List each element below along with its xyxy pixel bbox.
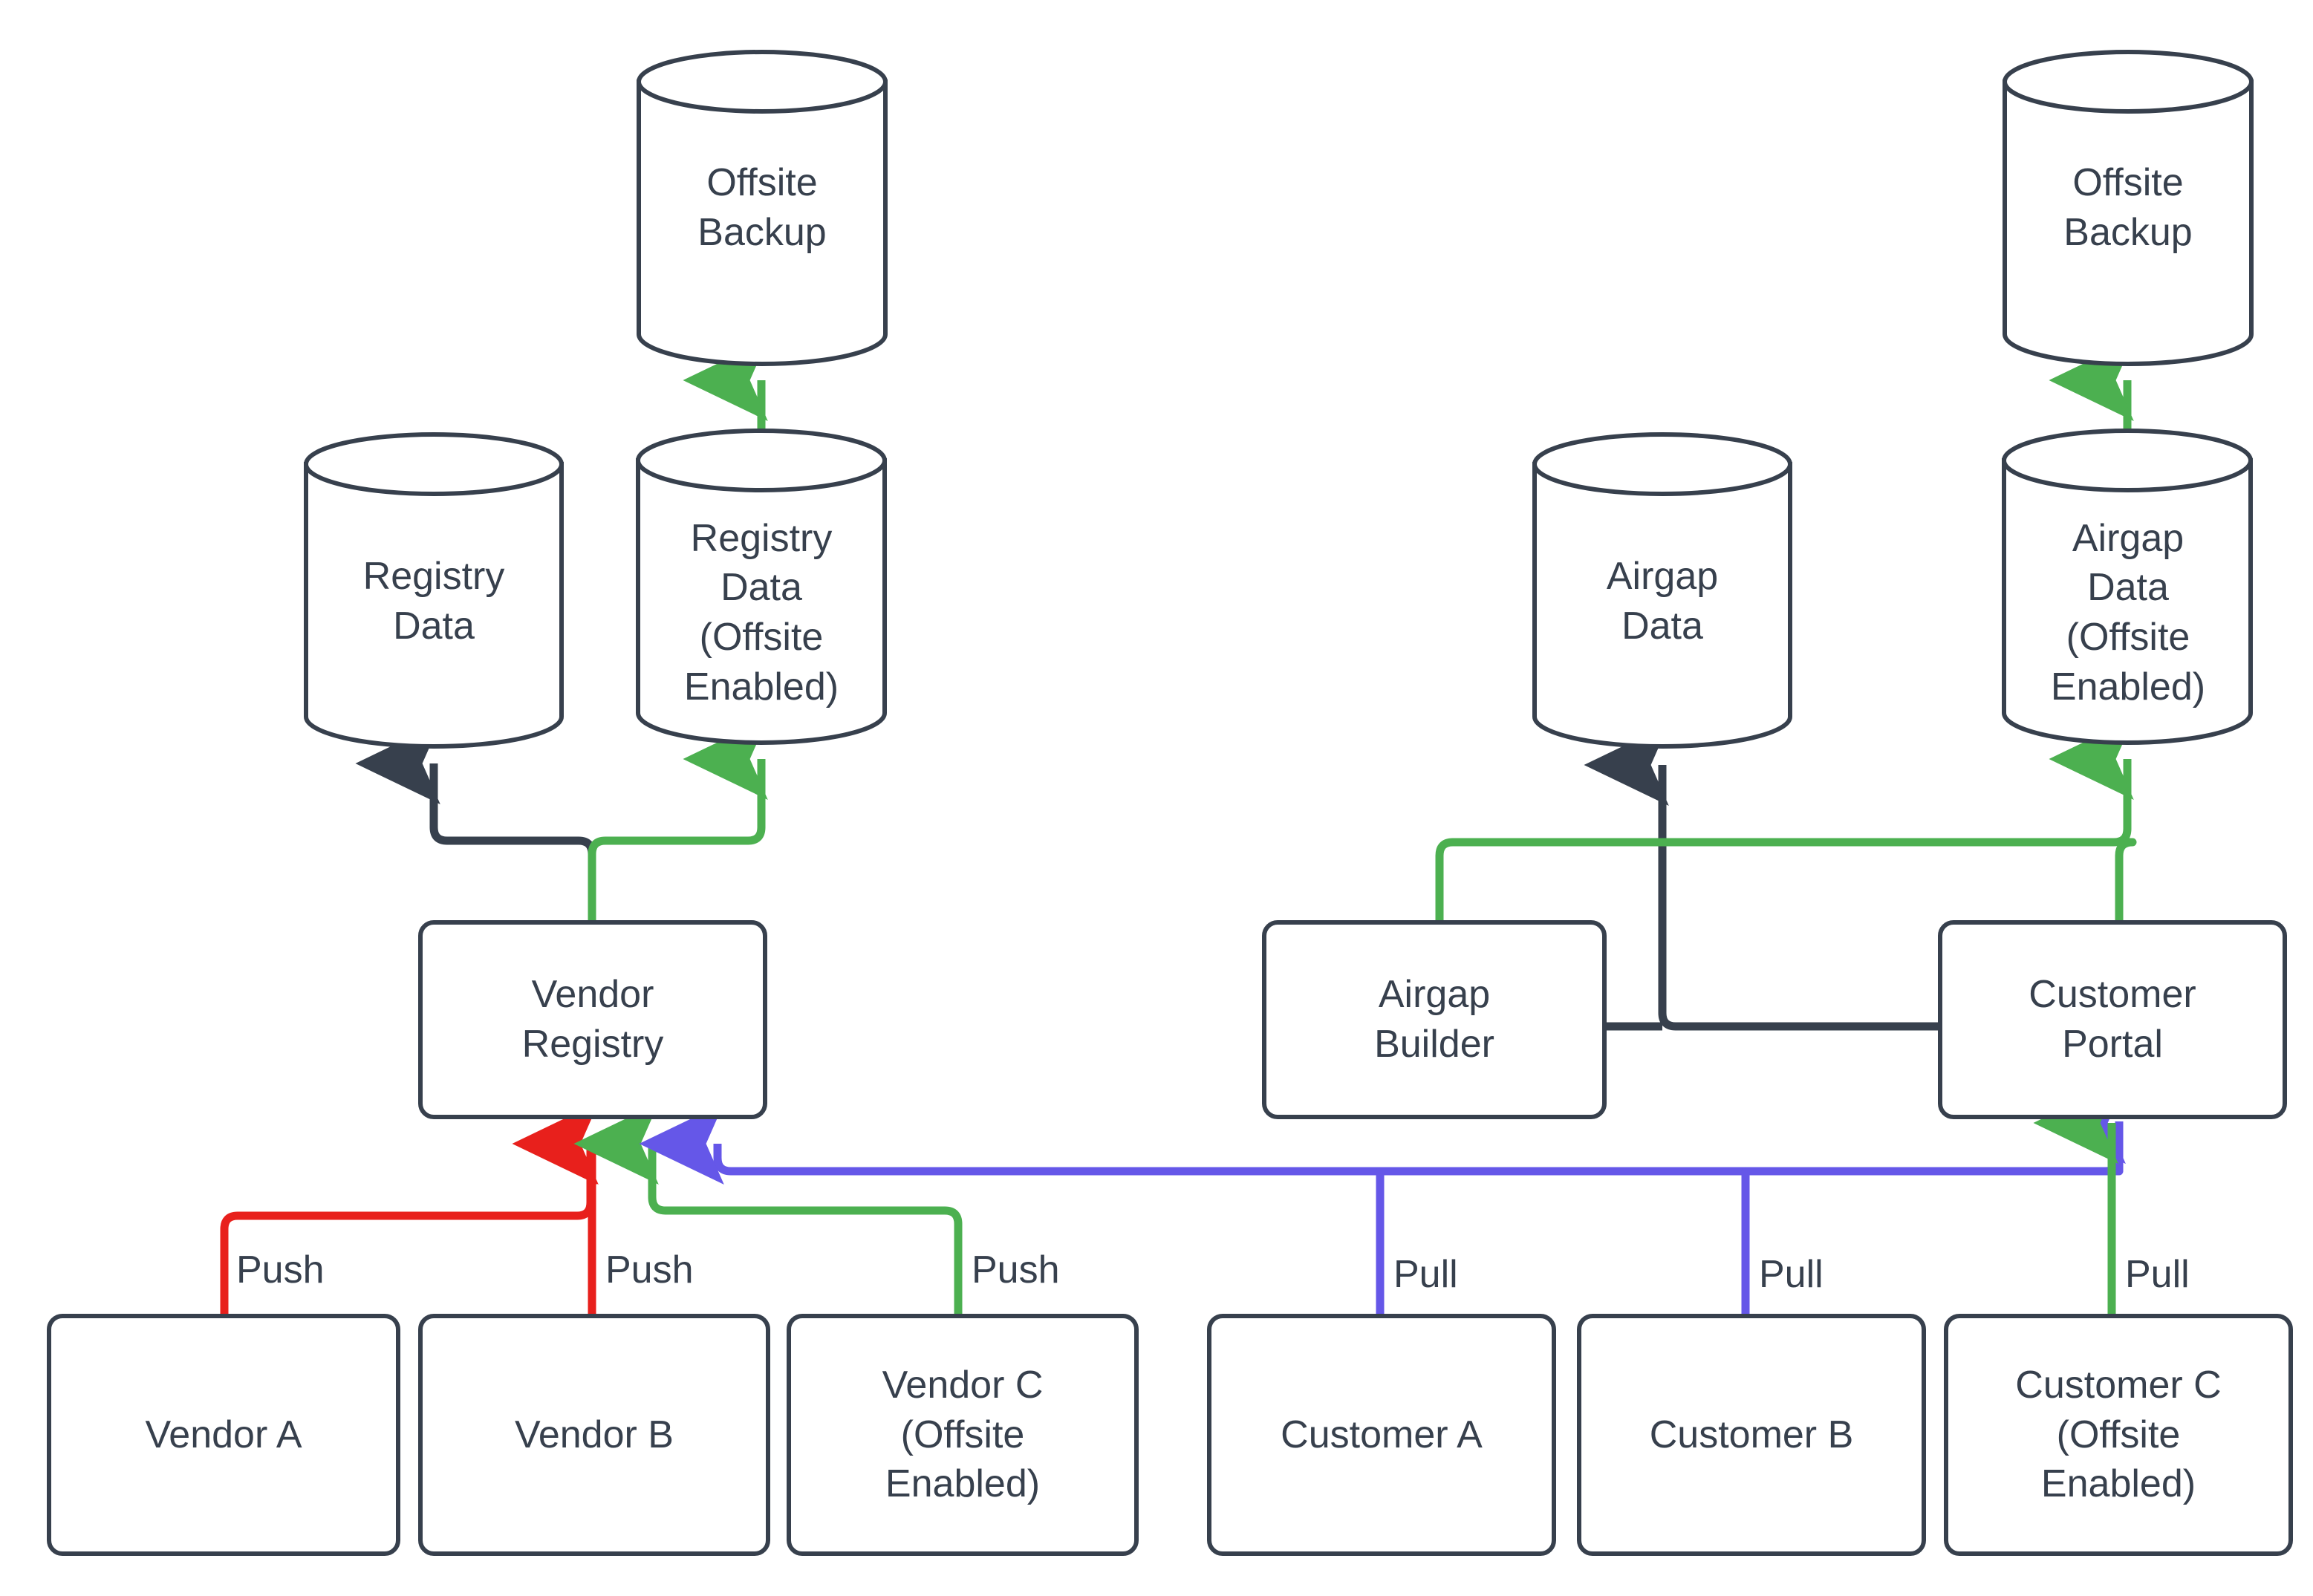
node-airgap-builder[interactable] bbox=[1264, 922, 1604, 1117]
node-customer-b[interactable] bbox=[1579, 1316, 1924, 1554]
box-vendor-a[interactable] bbox=[47, 1314, 400, 1556]
box-customer-a[interactable] bbox=[1207, 1314, 1556, 1556]
edge-airgap-builder-to-airgap-offsite bbox=[1435, 717, 2134, 921]
node-customer-a[interactable] bbox=[1209, 1316, 1554, 1554]
box-vendor-b[interactable] bbox=[418, 1314, 770, 1556]
node-customer-portal[interactable] bbox=[1940, 922, 2285, 1117]
edge-vendor-registry-to-registry-data bbox=[355, 722, 596, 921]
edge-vendor-registry-to-registry-data-offsite bbox=[588, 717, 768, 921]
node-registry-data-offsite[interactable] bbox=[638, 431, 885, 743]
cylinder-airgap-data[interactable] bbox=[1532, 432, 1792, 749]
edge-vendor-c-push bbox=[573, 1102, 963, 1315]
node-vendor-a[interactable] bbox=[49, 1316, 398, 1554]
box-customer-portal[interactable] bbox=[1938, 920, 2287, 1119]
box-airgap-builder[interactable] bbox=[1262, 920, 1607, 1119]
edge-portal-to-airgap-data bbox=[1584, 723, 1939, 1031]
box-vendor-registry[interactable] bbox=[418, 920, 767, 1119]
edge-label-pull-customer-b: Pull bbox=[1759, 1253, 1824, 1296]
cylinder-offsite-backup-right[interactable] bbox=[2003, 50, 2254, 366]
cylinder-registry-data[interactable] bbox=[304, 432, 564, 749]
cylinder-registry-data-offsite[interactable] bbox=[636, 429, 887, 745]
edge-portal-to-vendor-registry bbox=[639, 1102, 2124, 1185]
node-airgap-data-offsite[interactable] bbox=[2004, 431, 2251, 743]
node-vendor-c[interactable] bbox=[789, 1316, 1136, 1554]
cylinder-airgap-data-offsite[interactable] bbox=[2002, 429, 2253, 745]
edge-label-push-vendor-c: Push bbox=[972, 1248, 1060, 1292]
node-vendor-b[interactable] bbox=[420, 1316, 768, 1554]
cylinder-offsite-backup-left[interactable] bbox=[637, 50, 888, 366]
node-vendor-registry[interactable] bbox=[420, 922, 765, 1117]
box-customer-c[interactable] bbox=[1944, 1314, 2293, 1556]
node-airgap-data[interactable] bbox=[1535, 435, 1790, 747]
edge-label-push-vendor-a: Push bbox=[236, 1248, 325, 1292]
edge-portal-to-airgap-offsite bbox=[2115, 838, 2137, 921]
edge-label-push-vendor-b: Push bbox=[605, 1248, 694, 1292]
node-offsite-backup-right[interactable] bbox=[2005, 53, 2251, 364]
node-customer-c[interactable] bbox=[1946, 1316, 2291, 1554]
box-vendor-c[interactable] bbox=[787, 1314, 1139, 1556]
node-offsite-backup-left[interactable] bbox=[639, 53, 885, 364]
edge-label-pull-customer-a: Pull bbox=[1393, 1253, 1458, 1296]
box-customer-b[interactable] bbox=[1577, 1314, 1926, 1556]
node-registry-data[interactable] bbox=[306, 435, 562, 747]
edge-label-pull-customer-c: Pull bbox=[2125, 1253, 2190, 1296]
